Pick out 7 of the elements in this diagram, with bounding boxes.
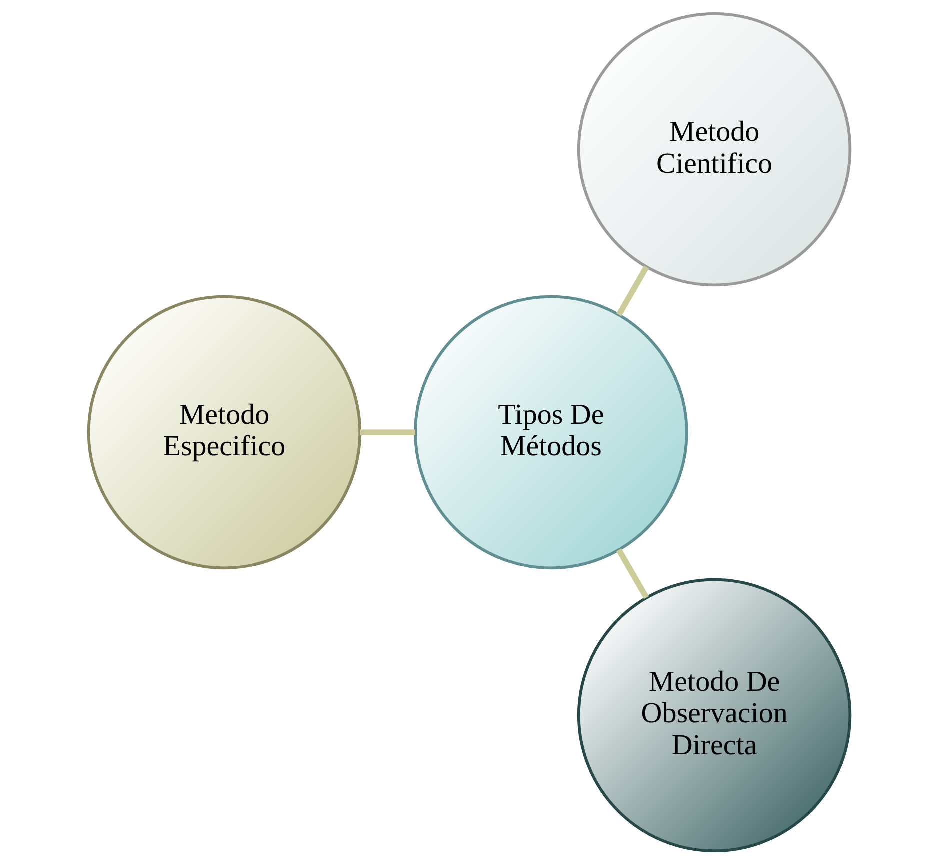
node-circle: Tipos De Métodos [414, 295, 688, 570]
node-circle: Metodo Especifico [86, 295, 362, 570]
node-circle: Metodo De Observacion Directa [576, 578, 852, 853]
connector [616, 548, 649, 600]
connector [616, 266, 649, 316]
node-circle: Metodo Cientifico [576, 12, 852, 287]
connector [360, 430, 415, 436]
